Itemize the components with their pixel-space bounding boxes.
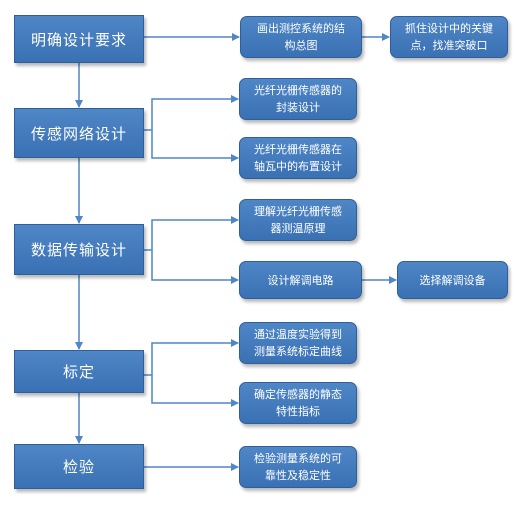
task-line: 光纤光栅传感器在 [254, 143, 342, 156]
task-line: 封装设计 [276, 101, 320, 114]
stage-label: 标定 [62, 363, 95, 381]
task-line: 确定传感器的静态 [254, 388, 342, 401]
task-line: 光纤光栅传感器的 [254, 84, 342, 97]
arrow-s3-t5 [144, 216, 239, 251]
task-box-demod-circuit: 设计解调电路 [239, 261, 362, 299]
task-line: 通过温度实验得到 [254, 328, 342, 341]
arrow-s2-t3 [144, 95, 239, 131]
task-line: 抓住设计中的关键 [405, 22, 493, 35]
stage-label: 传感网络设计 [30, 124, 127, 143]
arrow-s4-t9 [151, 375, 239, 407]
arrow-s4-t8 [144, 339, 239, 376]
stage-label: 明确设计要求 [30, 30, 127, 49]
stage-box-requirements: 明确设计要求 [14, 15, 144, 63]
task-line: 检验测量系统的可 [254, 452, 342, 465]
task-box-reliability: 检验测量系统的可 靠性及稳定性 [239, 446, 357, 488]
task-line: 点，找准突破口 [410, 39, 488, 52]
stage-box-calibration: 标定 [14, 350, 144, 393]
task-box-principle: 理解光纤光栅传感 器测温原理 [239, 199, 357, 241]
task-line: 设计解调电路 [267, 273, 334, 287]
task-line: 特性指标 [276, 405, 320, 418]
task-line: 构总图 [284, 39, 318, 52]
stage-box-verification: 检验 [14, 444, 144, 489]
task-box-system-diagram: 画出测控系统的结 构总图 [240, 16, 362, 58]
task-line: 选择解调设备 [419, 273, 486, 287]
arrow-s3-t6 [151, 250, 239, 284]
task-box-demod-device: 选择解调设备 [397, 261, 508, 299]
task-line: 画出测控系统的结 [257, 22, 345, 35]
task-line: 轴瓦中的布置设计 [254, 160, 342, 173]
arrow-s2-t4 [151, 130, 239, 162]
task-line: 理解光纤光栅传感 [254, 205, 342, 218]
task-line: 测量系统标定曲线 [254, 345, 342, 358]
stage-box-data-transmission: 数据传输设计 [14, 224, 144, 275]
task-box-layout: 光纤光栅传感器在 轴瓦中的布置设计 [239, 137, 357, 179]
task-box-packaging: 光纤光栅传感器的 封装设计 [239, 78, 357, 120]
task-box-static-characteristics: 确定传感器的静态 特性指标 [239, 382, 357, 424]
stage-label: 检验 [62, 458, 95, 476]
stage-label: 数据传输设计 [30, 241, 127, 259]
stage-box-sensor-network: 传感网络设计 [14, 108, 144, 158]
task-line: 靠性及稳定性 [265, 469, 331, 482]
task-line: 器测温原理 [270, 222, 326, 235]
task-box-calibration-curve: 通过温度实验得到 测量系统标定曲线 [239, 322, 357, 364]
task-box-key-points: 抓住设计中的关键 点，找准突破口 [390, 16, 508, 58]
